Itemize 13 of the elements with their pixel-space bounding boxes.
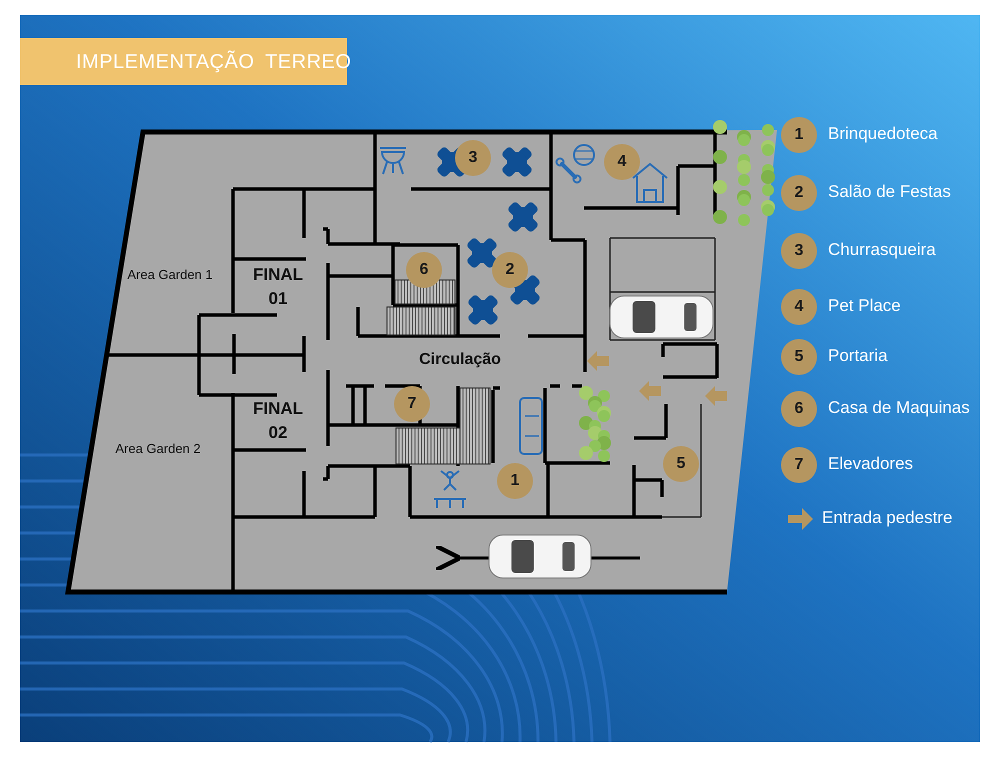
legend-label: Elevadores [828, 454, 914, 474]
legend-label: Pet Place [828, 296, 901, 316]
room-label: Circulação [419, 351, 501, 369]
area-label: Area Garden 1 [126, 266, 214, 284]
unit-label: FINAL 01 [252, 264, 304, 310]
area-label: Area Garden 2 [114, 440, 202, 458]
legend-label: Casa de Maquinas [828, 398, 970, 418]
legend-label: Brinquedoteca [828, 124, 938, 144]
legend-label: Portaria [828, 346, 888, 366]
legend-label: Entrada pedestre [822, 508, 952, 528]
legend-label: Salão de Festas [828, 182, 951, 202]
unit-label: FINAL 02 [252, 398, 304, 444]
legend-label: Churrasqueira [828, 240, 936, 260]
